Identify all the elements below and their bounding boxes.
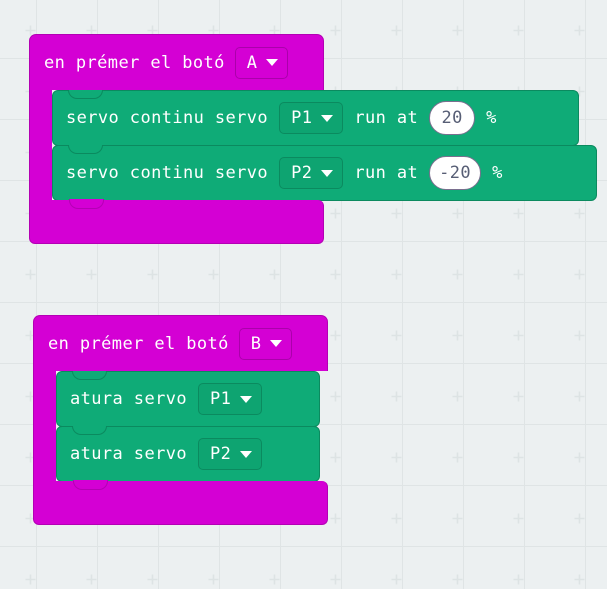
block-notch bbox=[68, 145, 103, 154]
label-servo-stop: atura servo bbox=[70, 389, 187, 409]
label-servo-continuous: servo continu servo bbox=[66, 163, 269, 183]
chevron-down-icon bbox=[270, 340, 283, 347]
block-notch bbox=[68, 90, 103, 99]
pin-select-p1[interactable]: P1 bbox=[279, 102, 344, 134]
pin-select-p2[interactable]: P2 bbox=[279, 157, 344, 189]
wrapper-foot-notch bbox=[73, 480, 108, 490]
pin-select-stop-p1[interactable]: P1 bbox=[197, 383, 263, 415]
statement-stack-a: servo continu servo P1 run at 20 % servo… bbox=[29, 90, 597, 201]
pin-select-stop-p2[interactable]: P2 bbox=[197, 438, 263, 470]
chevron-down-icon bbox=[266, 59, 279, 66]
block-servo-stop-p2[interactable]: atura servo P2 bbox=[56, 426, 320, 482]
pin-select-stop-p2-value: P2 bbox=[209, 444, 232, 464]
label-servo-continuous: servo continu servo bbox=[66, 108, 269, 128]
button-select-a[interactable]: A bbox=[234, 46, 289, 79]
label-percent: % bbox=[486, 108, 497, 128]
wrapper-foot[interactable] bbox=[33, 480, 328, 525]
chevron-down-icon bbox=[321, 169, 334, 177]
chevron-down-icon bbox=[240, 450, 253, 458]
script-button-b[interactable]: en prémer el botó B atura servo P1 bbox=[33, 315, 328, 525]
wrapper-spine bbox=[33, 371, 56, 503]
chevron-down-icon bbox=[240, 395, 253, 403]
event-body-wrapper-b: atura servo P1 atura servo P2 bbox=[33, 371, 328, 525]
button-select-b[interactable]: B bbox=[238, 327, 293, 360]
block-servo-continuous-p1[interactable]: servo continu servo P1 run at 20 % bbox=[52, 90, 579, 146]
statement-stack-b: atura servo P1 atura servo P2 bbox=[33, 371, 328, 482]
wrapper-foot[interactable] bbox=[29, 199, 324, 244]
pin-select-stop-p1-value: P1 bbox=[209, 389, 232, 409]
block-notch bbox=[72, 426, 107, 435]
event-hat-button-b[interactable]: en prémer el botó B bbox=[33, 315, 328, 371]
block-servo-continuous-p2[interactable]: servo continu servo P2 run at -20 % bbox=[52, 145, 597, 201]
event-body-wrapper-a: servo continu servo P1 run at 20 % servo… bbox=[29, 90, 597, 244]
label-run-at: run at bbox=[354, 108, 419, 128]
wrapper-foot-notch bbox=[69, 199, 104, 209]
speed-input-p1[interactable]: 20 bbox=[429, 101, 476, 135]
button-select-b-value: B bbox=[250, 333, 262, 354]
chevron-down-icon bbox=[321, 114, 334, 122]
block-servo-stop-p1[interactable]: atura servo P1 bbox=[56, 371, 320, 427]
speed-input-p2[interactable]: -20 bbox=[429, 156, 482, 190]
block-notch bbox=[72, 371, 107, 380]
label-servo-stop: atura servo bbox=[70, 444, 187, 464]
pin-select-p2-value: P2 bbox=[291, 163, 313, 183]
button-select-a-value: A bbox=[246, 52, 258, 73]
label-percent: % bbox=[492, 163, 503, 183]
hat-label-button-b: en prémer el botó bbox=[48, 333, 229, 354]
event-hat-button-a[interactable]: en prémer el botó A bbox=[29, 34, 324, 90]
script-button-a[interactable]: en prémer el botó A servo continu servo … bbox=[29, 34, 597, 244]
wrapper-spine bbox=[29, 90, 52, 222]
pin-select-p1-value: P1 bbox=[291, 108, 313, 128]
label-run-at: run at bbox=[354, 163, 419, 183]
hat-label-button-a: en prémer el botó bbox=[44, 52, 225, 73]
